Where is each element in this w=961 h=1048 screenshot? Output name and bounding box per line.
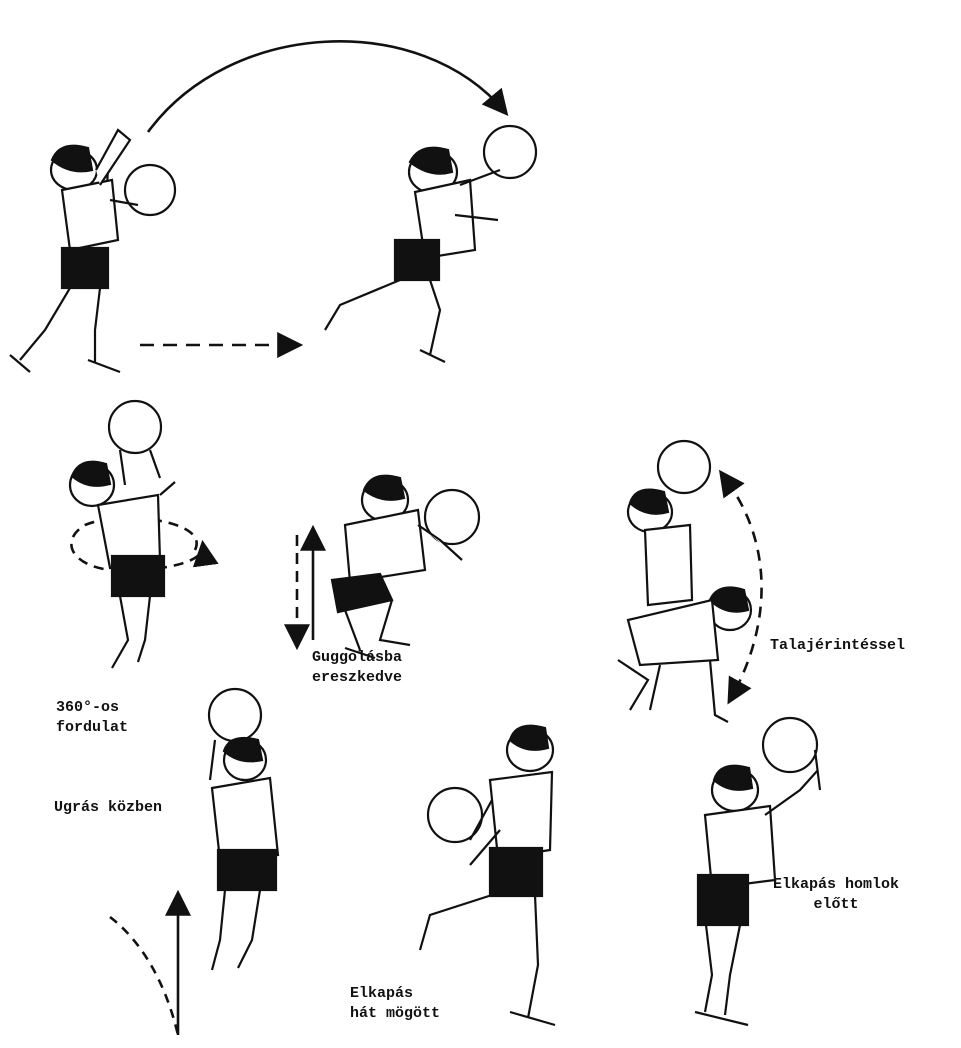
jumping-boy (209, 689, 278, 970)
label-ground: Talajérintéssel (770, 636, 905, 656)
ball-trajectory-arc (148, 41, 505, 132)
behind-back-boy (420, 726, 555, 1025)
catching-boy (325, 126, 536, 362)
turning-boy (70, 401, 175, 668)
touching-ground-boy (618, 441, 751, 722)
forehead-boy (695, 718, 820, 1025)
squatting-boy (332, 476, 479, 658)
label-jump: Ugrás közben (54, 798, 162, 818)
label-forehead: Elkapás homlok előtt (756, 875, 916, 915)
label-squat: Guggolásba ereszkedve (312, 648, 402, 688)
throwing-boy (10, 130, 175, 372)
label-behind-back: Elkapás hát mögött (350, 984, 440, 1024)
jump-arc (110, 917, 178, 1035)
label-turn: 360°-os fordulat (56, 698, 128, 738)
